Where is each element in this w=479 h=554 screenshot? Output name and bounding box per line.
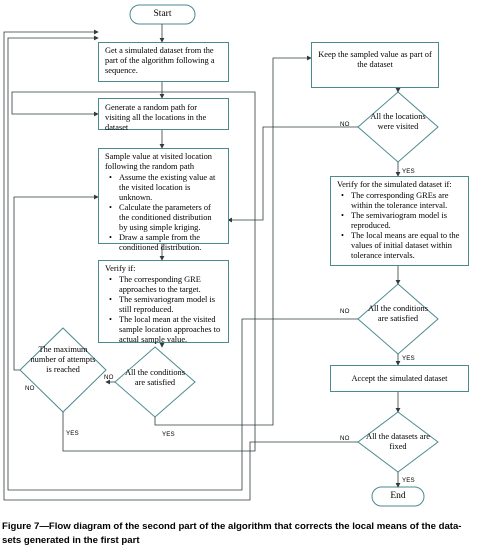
sample-box: Sample value at visited location followi… <box>98 148 229 252</box>
arrow-condr-no <box>7 35 358 491</box>
keep-sampled-box: Keep the sampled value as part of the da… <box>311 42 439 88</box>
figure-caption: Figure 7—Flow diagram of the second part… <box>2 521 462 546</box>
arrow-datasets-no <box>3 29 358 501</box>
get-dataset-text: Get a simulated dataset from the part of… <box>105 46 215 75</box>
sample-bullet: Draw a sample from the conditioned distr… <box>109 233 222 253</box>
verify-bullets: The corresponding GRE approaches to the … <box>105 275 222 345</box>
verify-sim-box: Verify for the simulated dataset if: The… <box>330 176 469 266</box>
label-no-conditions-left: NO <box>104 374 114 381</box>
arrow-max-no <box>13 194 99 371</box>
random-path-box: Generate a random path for visiting all … <box>98 98 229 132</box>
verify-sim-bullet: The local means are equal to the values … <box>341 231 462 261</box>
arrow-locations-no <box>227 126 358 223</box>
label-no-max-attempts: NO <box>25 385 35 392</box>
verify-bullet: The semivariogram model is still reprodu… <box>109 295 222 315</box>
arrow-max-yes <box>11 91 256 452</box>
verify-bullet: The corresponding GRE approaches to the … <box>109 275 222 295</box>
conditions-left-text: All the conditions are satisfied <box>124 368 185 387</box>
accept-box: Accept the simulated dataset <box>330 365 469 392</box>
all-datasets-text: All the datasets are fixed <box>366 432 430 451</box>
get-dataset-box: Get a simulated dataset from the part of… <box>98 42 229 82</box>
sample-bullet: Calculate the parameters of the conditio… <box>109 203 222 233</box>
end-label: End <box>390 491 406 501</box>
start-terminal <box>129 4 196 25</box>
verify-bullet: The local mean at the visited sample loc… <box>109 315 222 345</box>
label-yes-conditions-right: YES <box>402 355 415 362</box>
sample-title: Sample value at visited location followi… <box>105 152 212 171</box>
all-locations-text: All the locations were visited <box>370 112 426 131</box>
label-no-all-datasets: NO <box>340 435 350 442</box>
label-yes-conditions-left: YES <box>162 431 175 438</box>
keep-sampled-text: Keep the sampled value as part of the da… <box>318 50 432 69</box>
verify-sim-bullet: The corresponding GREs are within the to… <box>341 191 462 211</box>
accept-text: Accept the simulated dataset <box>351 374 448 383</box>
label-yes-all-locations: YES <box>402 168 415 175</box>
verify-box: Verify if: The corresponding GRE approac… <box>98 260 229 345</box>
verify-sim-bullet: The semivariogram model is reproduced. <box>341 211 462 231</box>
sample-bullet: Assume the existing value at the visited… <box>109 173 222 203</box>
label-no-conditions-right: NO <box>340 308 350 315</box>
label-no-all-locations: NO <box>340 121 350 128</box>
max-attempts-text: The maximum number of attempts is reache… <box>30 345 96 374</box>
verify-sim-bullets: The corresponding GREs are within the to… <box>337 191 462 261</box>
arrow-cond-yes <box>154 55 312 426</box>
label-yes-all-datasets: YES <box>402 477 415 484</box>
conditions-right-text: All the conditions are satisfied <box>367 304 428 323</box>
label-yes-max-attempts: YES <box>66 430 79 437</box>
verify-sim-title: Verify for the simulated dataset if: <box>337 180 452 189</box>
random-path-text: Generate a random path for visiting all … <box>105 103 207 132</box>
verify-title: Verify if: <box>105 264 136 273</box>
sample-bullets: Assume the existing value at the visited… <box>105 173 222 253</box>
start-label: Start <box>153 9 172 19</box>
